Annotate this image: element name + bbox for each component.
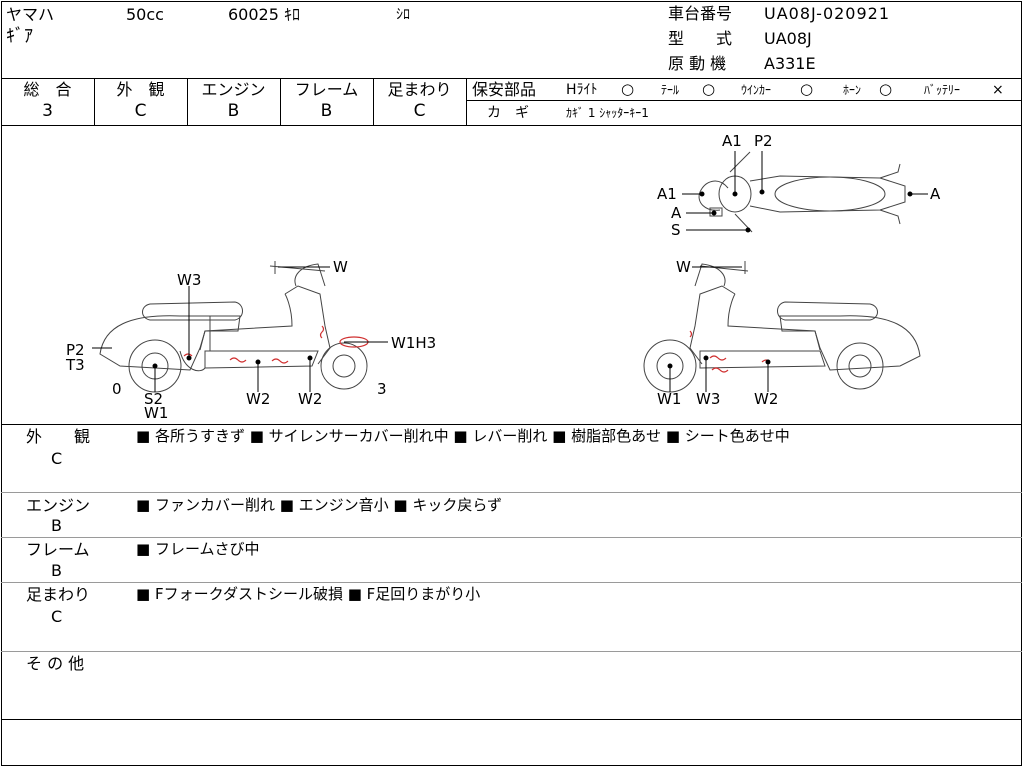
label-s: S <box>671 221 681 239</box>
grade-label: エンジン <box>201 80 266 99</box>
divider <box>1 424 1022 425</box>
label-w1: W1 <box>657 390 681 408</box>
label-a1: A1 <box>722 132 742 150</box>
mileage: 60025 ｷﾛ <box>228 5 300 24</box>
divider <box>94 78 95 125</box>
scooter-right-view <box>643 261 921 393</box>
key-label: カ ギ <box>487 105 529 121</box>
engine-label: 原 動 機 <box>668 54 727 73</box>
grade-value: C <box>413 101 426 121</box>
label-a: A <box>930 185 941 203</box>
grade-label: フレーム <box>294 80 359 99</box>
remark-label: エンジン <box>26 496 91 515</box>
remark-text: ■ ファンカバー削れ ■ エンジン音小 ■ キック戻らず <box>136 496 503 514</box>
scooter-left-view <box>99 261 368 393</box>
divider <box>467 100 1022 101</box>
type-label: 型 式 <box>668 29 733 48</box>
grade-label: 足まわり <box>387 80 452 99</box>
safety-item: ﾎｰﾝ <box>843 83 862 97</box>
label-zero: 0 <box>112 380 122 398</box>
body-color: ｼﾛ <box>396 7 410 23</box>
safety-status: ○ <box>621 80 635 98</box>
label-s2: S2 <box>144 390 163 408</box>
label-w: W <box>676 258 691 276</box>
divider <box>1 125 1022 126</box>
grade-value: B <box>320 101 333 121</box>
divider <box>1 537 1022 538</box>
remark-label: 外 観 <box>26 427 91 446</box>
leader-lines <box>92 151 928 392</box>
maker: ヤマハ <box>6 5 55 24</box>
engine-value: A331E <box>764 54 816 73</box>
remark-label: そ の 他 <box>26 654 85 673</box>
displacement: 50cc <box>126 5 164 24</box>
frame-no: UA08J-020921 <box>764 4 891 23</box>
divider <box>1 582 1022 583</box>
divider <box>1 651 1022 652</box>
label-w2: W2 <box>298 390 322 408</box>
remark-text: ■ 各所うすきず ■ サイレンサーカバー削れ中 ■ レバー削れ ■ 樹脂部色あせ… <box>136 427 790 445</box>
grade-label: 外 観 <box>116 80 165 99</box>
grade-value: C <box>134 101 147 121</box>
divider <box>1 719 1022 720</box>
divider <box>373 78 374 125</box>
remark-grade: B <box>51 516 62 535</box>
label-w3: W3 <box>177 271 201 289</box>
divider <box>187 78 188 125</box>
frame-no-label: 車台番号 <box>668 4 733 23</box>
safety-status: ○ <box>702 80 716 98</box>
model-name: ｷﾞｱ <box>6 26 33 47</box>
remark-label: フレーム <box>26 540 90 559</box>
safety-item: ﾊﾞｯﾃﾘｰ <box>924 83 961 97</box>
remark-grade: B <box>51 561 62 580</box>
safety-status: ○ <box>879 80 893 98</box>
safety-status: ○ <box>800 80 814 98</box>
label-a1: A1 <box>657 185 677 203</box>
safety-label: 保安部品 <box>472 80 537 99</box>
divider <box>1 78 1022 79</box>
safety-item: ﾃｰﾙ <box>661 83 680 97</box>
label-w2: W2 <box>246 390 270 408</box>
label-w: W <box>333 258 348 276</box>
damage-diagram: W W3 W1H3 P2 T3 0 S2 W1 W2 W2 3 W W1 W3 … <box>65 132 941 422</box>
label-a: A <box>671 204 682 222</box>
remark-grade: C <box>51 449 63 468</box>
divider <box>1 492 1022 493</box>
label-p2: P2 <box>66 341 85 359</box>
remark-grade: C <box>51 607 63 626</box>
grade-label: 総 合 <box>23 80 72 99</box>
divider <box>280 78 281 125</box>
label-three: 3 <box>377 380 387 398</box>
label-w1: W1 <box>144 404 168 422</box>
safety-status: × <box>992 82 1004 98</box>
label-w1h3: W1H3 <box>391 334 436 352</box>
key-value: ｶｷﾞ 1 ｼｬｯﾀｰｷｰ1 <box>566 106 649 120</box>
safety-item: ｳｲﾝｶｰ <box>741 83 772 97</box>
safety-item: Hﾗｲﾄ <box>566 82 598 98</box>
label-t3: T3 <box>65 356 85 374</box>
remark-text: ■ Fフォークダストシール破損 ■ F足回りまがり小 <box>136 585 481 603</box>
damage-marks <box>183 325 771 373</box>
label-w2: W2 <box>754 390 778 408</box>
label-w3: W3 <box>696 390 720 408</box>
grade-value: B <box>227 101 240 121</box>
type-value: UA08J <box>764 29 812 48</box>
divider <box>466 78 467 125</box>
label-p2: P2 <box>754 132 773 150</box>
scooter-top-view <box>698 151 906 233</box>
remark-label: 足まわり <box>26 585 91 604</box>
grade-value: 3 <box>42 101 53 121</box>
remark-text: ■ フレームさび中 <box>136 540 260 558</box>
